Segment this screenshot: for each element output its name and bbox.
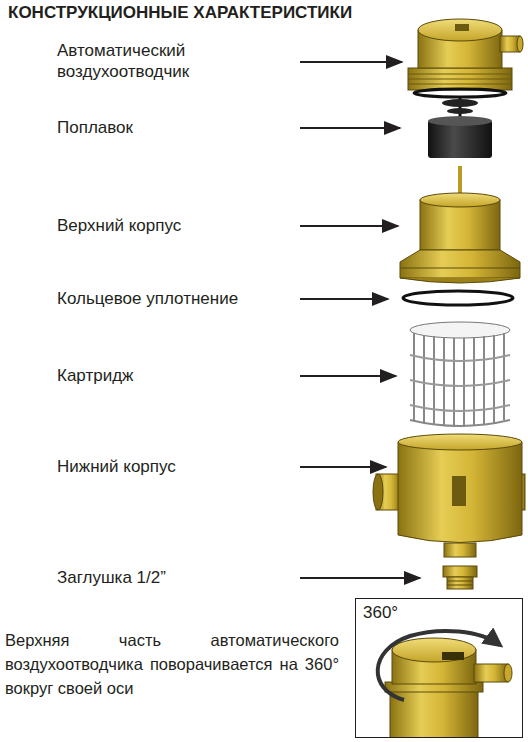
note-text: Верхняя часть автоматического воздухоотв… <box>5 628 339 700</box>
air-vent-drawing <box>408 19 523 97</box>
cartridge-drawing <box>410 322 510 427</box>
part-name: Кольцевое уплотнение <box>57 288 238 309</box>
o-ring-drawing <box>403 291 513 305</box>
inset-frame: 360° <box>355 598 523 738</box>
lower-body-drawing <box>373 434 525 557</box>
part-name: Нижний корпус <box>57 456 176 477</box>
rotation-angle: 360° <box>356 599 398 623</box>
part-name: Картридж <box>57 365 133 386</box>
plug-drawing <box>443 566 477 589</box>
part-name: Верхний корпус <box>57 215 181 236</box>
float-drawing <box>428 98 492 158</box>
part-name: Заглушка 1/2” <box>57 567 166 588</box>
upper-body-drawing <box>400 166 520 283</box>
part-name: Автоматический воздухоотводчик <box>57 40 257 82</box>
rotation-inset-drawing <box>378 631 512 737</box>
page-title: КОНСТРУКЦИОННЫЕ ХАРАКТЕРИСТИКИ <box>8 2 352 23</box>
part-name: Поплавок <box>57 117 133 138</box>
